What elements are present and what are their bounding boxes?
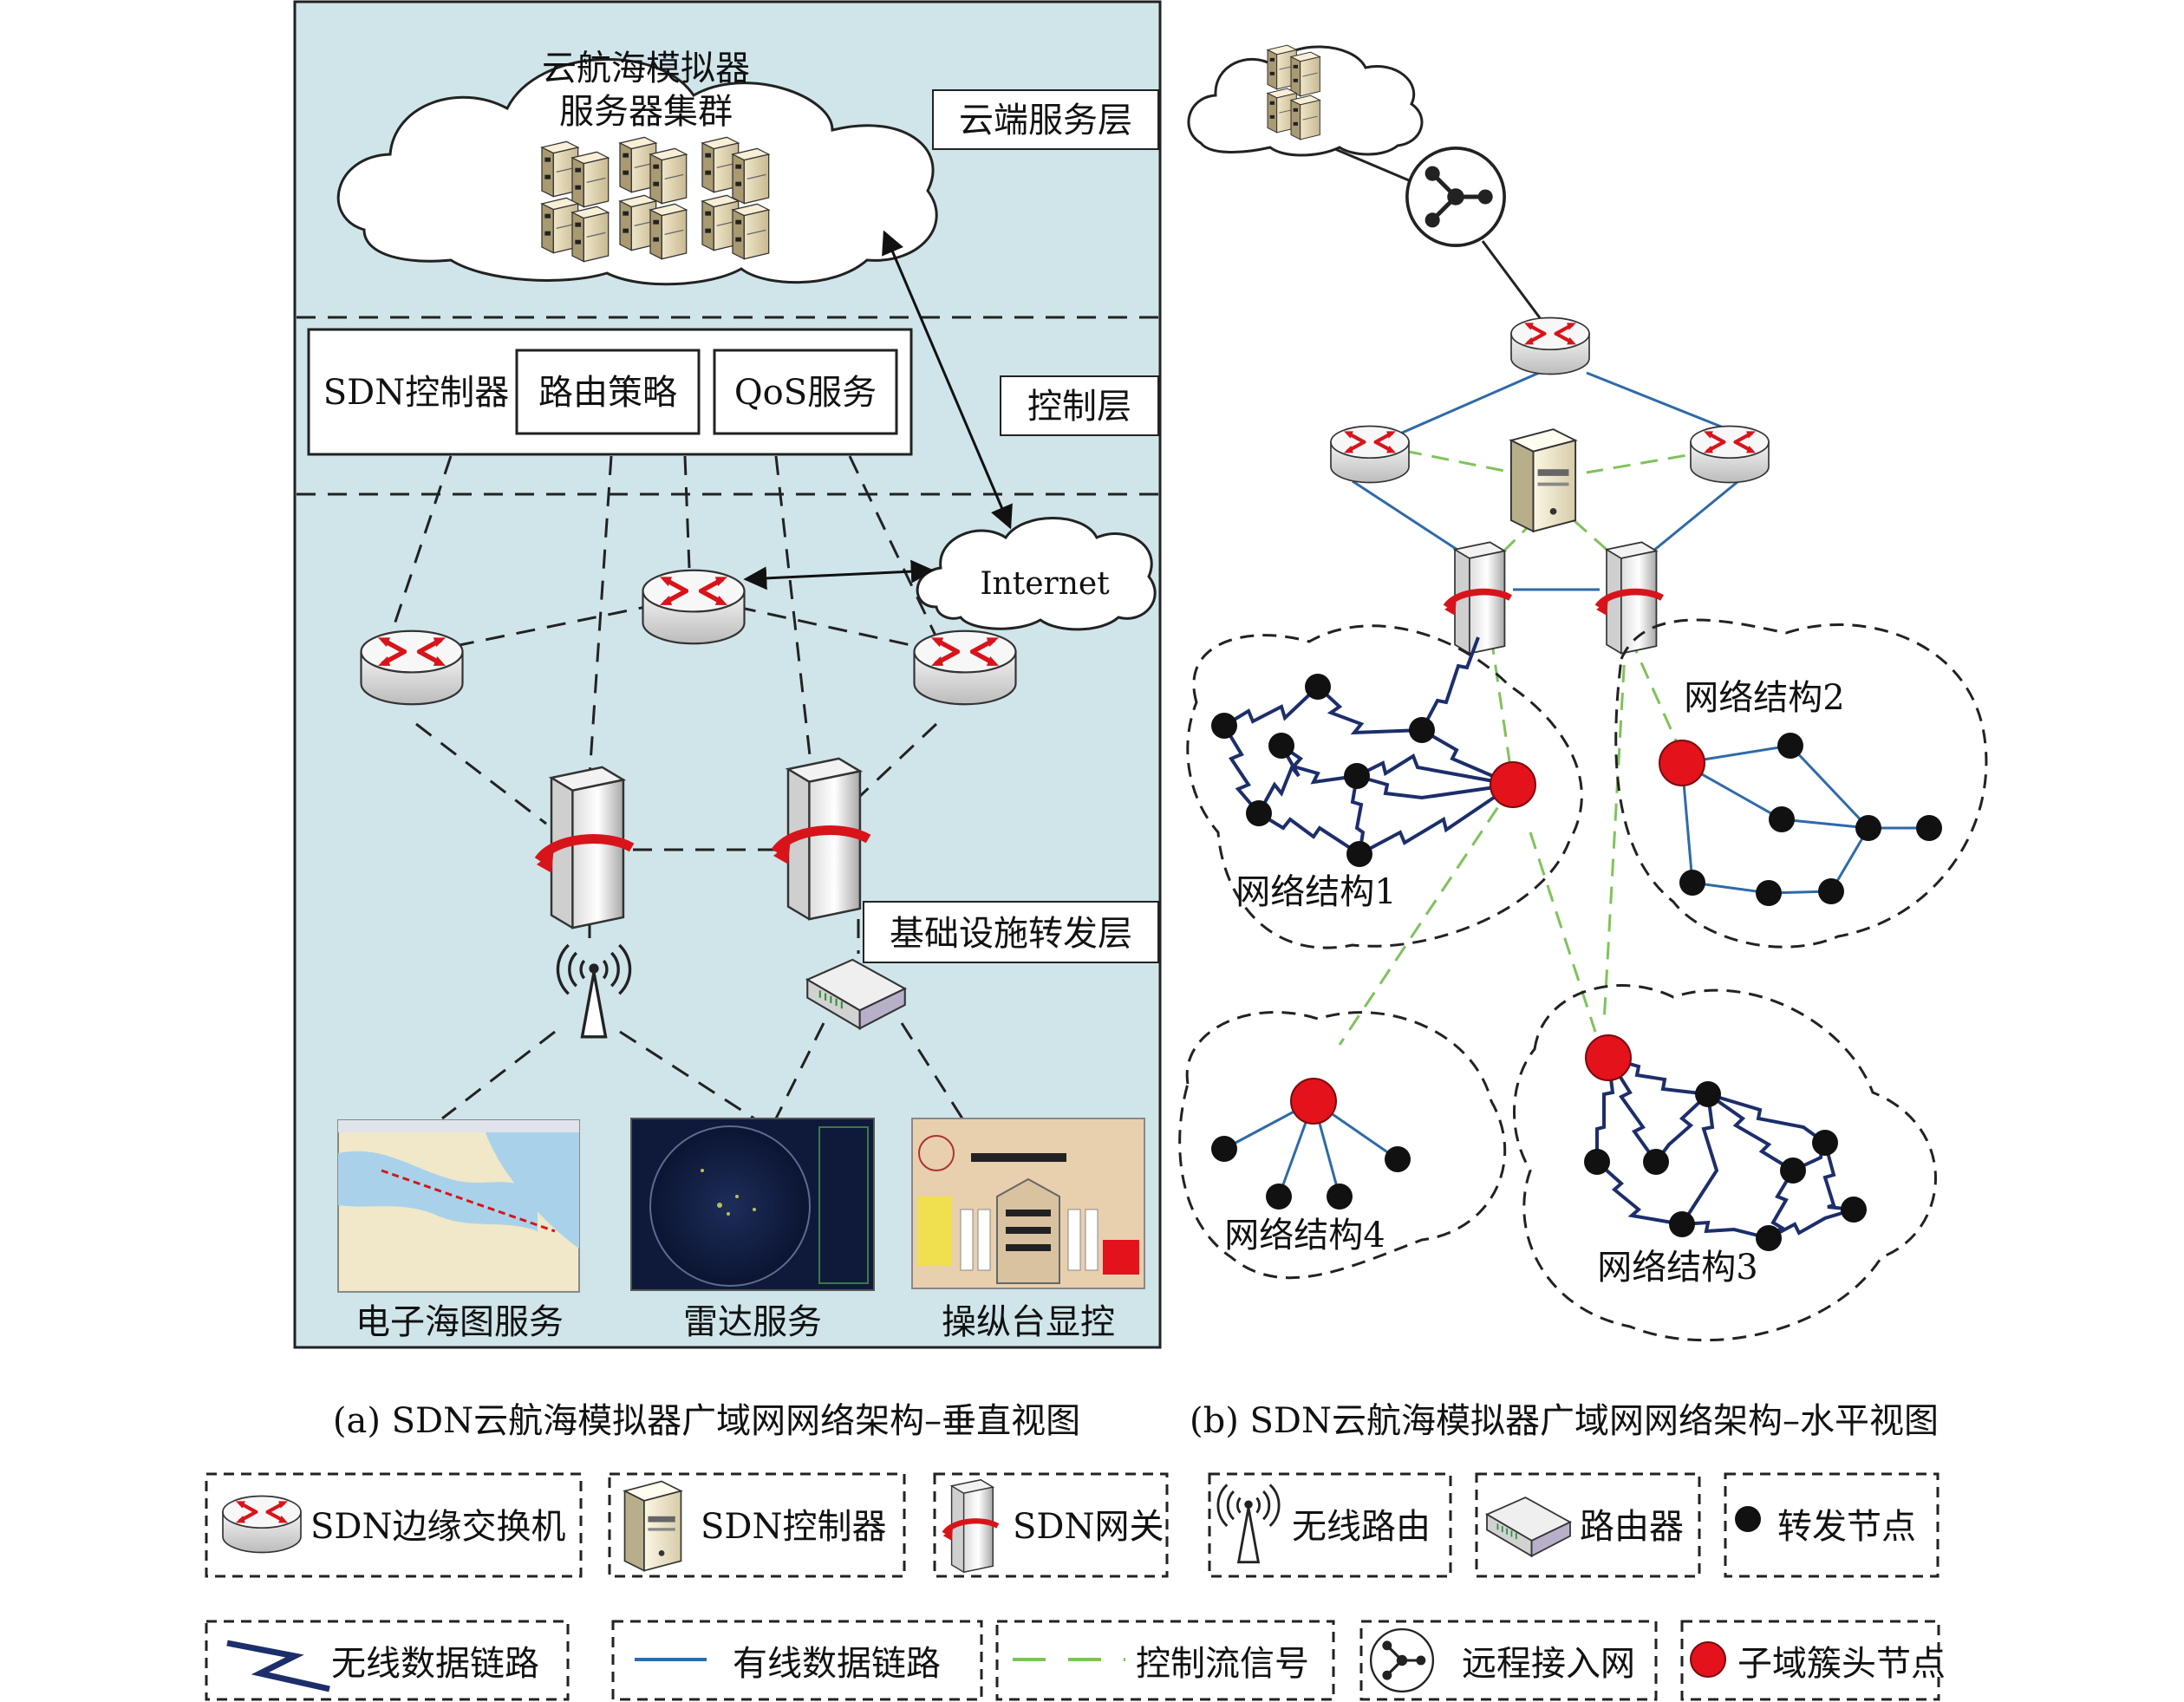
legend-forward-node: 转发节点 — [1777, 1507, 1916, 1547]
b-edge-switch-right — [1691, 427, 1769, 483]
access-to-switch-link — [1481, 240, 1545, 323]
legend-control-signal: 控制流信号 — [1136, 1644, 1309, 1684]
net4-nodes — [1211, 1136, 1411, 1210]
legend-remote-access-icon — [1369, 1627, 1435, 1693]
caption-a: (a) SDN云航海模拟器广域网网络架构–垂直视图 — [333, 1401, 1080, 1441]
legend-gateway: SDN网关 — [1013, 1507, 1164, 1547]
caption-b: (b) SDN云航海模拟器广域网网络架构–水平视图 — [1190, 1401, 1939, 1441]
routing-policy-label: 路由策略 — [538, 373, 677, 413]
net3-nodes — [1584, 1081, 1867, 1251]
chart-screen — [337, 1119, 580, 1293]
remote-servers — [1267, 44, 1320, 140]
legend-router-icon — [1486, 1497, 1571, 1557]
legend-gateway-icon — [943, 1480, 998, 1572]
legend-wireless-link-icon — [226, 1640, 330, 1692]
edge-switch-right — [915, 631, 1016, 705]
legend-wireless-router-icon — [1216, 1483, 1281, 1564]
net2-nodes — [1679, 733, 1942, 906]
controller-label: SDN控制器 — [323, 373, 509, 413]
legend-edge-switch-icon — [223, 1497, 301, 1553]
server-cluster — [541, 136, 770, 263]
switch-internet-arrow — [743, 559, 935, 590]
b-edge-switch-top — [1511, 318, 1589, 375]
net4-label: 网络结构4 — [1224, 1216, 1385, 1255]
service-radar-label: 雷达服务 — [683, 1302, 822, 1342]
cloud-title-line1: 云航海模拟器 — [542, 49, 750, 88]
net2-label: 网络结构2 — [1684, 678, 1844, 718]
layer-cloud-label: 云端服务层 — [959, 101, 1132, 140]
gateway-right — [773, 759, 869, 919]
layer-cloud-box — [932, 89, 1159, 150]
layer-forward-label: 基础设施转发层 — [890, 914, 1132, 954]
cloud-internet-arrow — [882, 230, 1013, 530]
service-chart-label: 电子海图服务 — [355, 1302, 564, 1342]
legend-cluster-head-icon — [1690, 1641, 1726, 1678]
net1-cluster-head — [1490, 761, 1536, 808]
service-console-label: 操纵台显控 — [942, 1302, 1115, 1342]
gateway-left — [537, 767, 632, 928]
net3-cluster-head — [1585, 1034, 1632, 1081]
control-signals — [1338, 449, 1713, 1046]
console-screen — [911, 1118, 1145, 1289]
cloud-title-line2: 服务器集群 — [559, 92, 733, 132]
wired-links — [1352, 371, 1739, 591]
layer-control-label: 控制层 — [1027, 387, 1131, 427]
net1-label: 网络结构1 — [1235, 872, 1396, 912]
b-controller — [1509, 428, 1577, 532]
net4-cluster-head — [1290, 1078, 1337, 1125]
legend-forward-node-icon — [1735, 1506, 1761, 1532]
legend-router: 路由器 — [1580, 1507, 1684, 1547]
net2-wired-links — [1680, 744, 1929, 895]
net3-label: 网络结构3 — [1597, 1248, 1757, 1288]
qos-service-label: QoS服务 — [734, 373, 877, 413]
net3-wireless-links — [1595, 1056, 1855, 1240]
legend-controller: SDN控制器 — [701, 1507, 886, 1547]
cloud-to-access-link — [1334, 147, 1410, 182]
control-links — [388, 455, 964, 1120]
legend-wireless-link: 无线数据链路 — [331, 1644, 539, 1684]
routing-policy-box — [515, 349, 701, 435]
b-gateway-right — [1596, 542, 1662, 653]
net2-cluster-head — [1659, 740, 1705, 786]
remote-access-net — [1407, 148, 1504, 245]
legend-remote-access: 远程接入网 — [1462, 1644, 1635, 1684]
legend-boxes — [205, 1472, 1940, 1701]
legend-cluster-head: 子域簇头节点 — [1737, 1644, 1946, 1684]
internet-cloud — [916, 517, 1157, 631]
legend-controller-icon — [623, 1480, 682, 1572]
radar-screen — [630, 1118, 875, 1291]
b-gateway-left — [1444, 542, 1510, 653]
net1-nodes — [1211, 674, 1435, 867]
edge-switch-center — [643, 571, 745, 644]
legend-wireless-router: 无线路由 — [1292, 1507, 1431, 1547]
legend-wired-link: 有线数据链路 — [733, 1644, 941, 1684]
internet-label: Internet — [980, 566, 1110, 602]
legend-edge-switch: SDN边缘交换机 — [310, 1507, 565, 1547]
b-edge-switch-left — [1331, 427, 1409, 483]
edge-switch-left — [362, 631, 463, 705]
subnet-boundaries — [1178, 618, 1988, 1342]
layer-forward-box — [863, 901, 1159, 963]
